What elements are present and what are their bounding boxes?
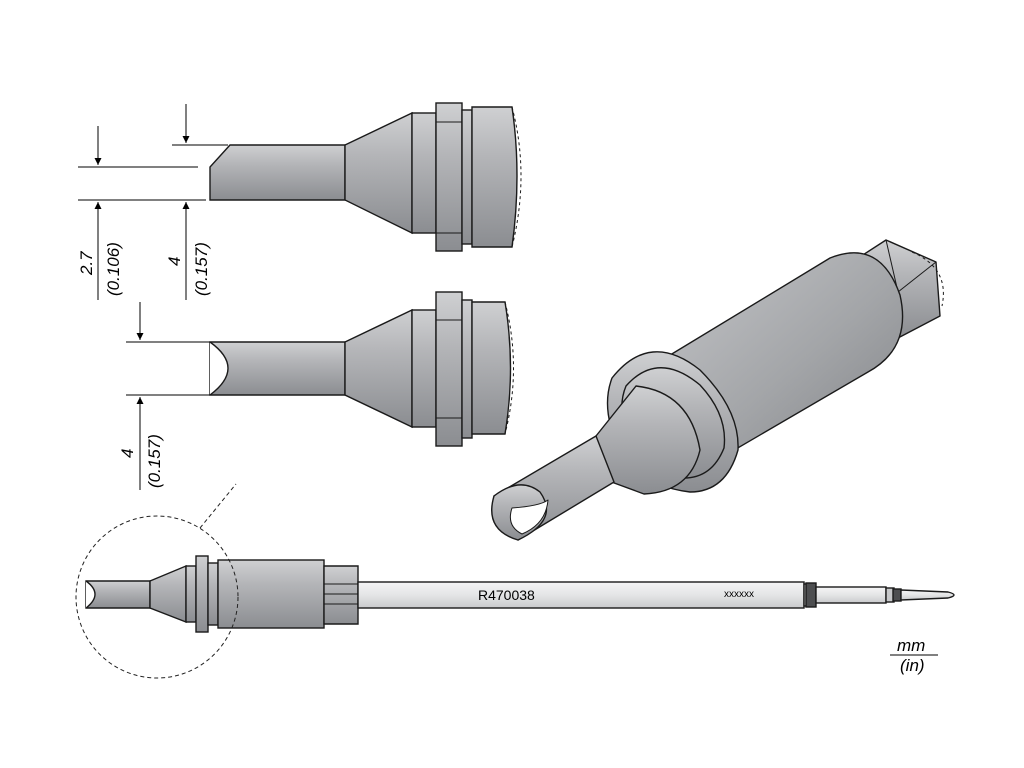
tip-flange-1 xyxy=(435,102,463,252)
tip-collar xyxy=(411,309,437,428)
dim-middle-in: (0.157) xyxy=(145,434,164,488)
tip-collar xyxy=(411,112,437,234)
tip-side-view-top xyxy=(209,102,522,252)
tip-cone xyxy=(595,385,701,495)
tip-flange-1 xyxy=(435,291,463,447)
dimension-top-left xyxy=(78,126,206,300)
tip-isometric-view xyxy=(491,239,944,541)
tip-concave-face xyxy=(209,341,229,396)
part-code: xxxxxx xyxy=(724,589,754,600)
dim-top-right-mm: 4 xyxy=(165,257,184,266)
dim-top-right-in: (0.157) xyxy=(192,242,211,296)
long-shaft xyxy=(357,581,805,609)
dim-middle-mm: 4 xyxy=(118,449,137,458)
dimension-top-right xyxy=(172,104,228,300)
tip-full-length-view xyxy=(85,555,955,633)
tip-cone xyxy=(344,111,413,235)
part-number: R470038 xyxy=(478,587,535,603)
tip-flange-2 xyxy=(461,109,473,245)
tip-flange-2 xyxy=(461,299,473,439)
detail-leader xyxy=(199,483,237,529)
dark-band xyxy=(805,582,817,608)
dim-top-left-mm: 2.7 xyxy=(77,251,96,276)
tip-rear-body xyxy=(471,301,512,435)
dim-top-left-in: (0.106) xyxy=(104,242,123,296)
tip-cone xyxy=(149,564,187,624)
tip-cone xyxy=(344,308,413,429)
tip-front-view-middle xyxy=(209,291,514,447)
dark-band-small xyxy=(892,588,902,602)
dimension-middle xyxy=(126,302,210,490)
units-secondary: (in) xyxy=(900,656,925,675)
detail-circle xyxy=(75,515,239,679)
tip-rear-body xyxy=(471,106,518,248)
tip-shank xyxy=(209,341,346,396)
heater-body xyxy=(217,559,325,629)
tip-flange xyxy=(195,555,209,633)
tip-shank xyxy=(209,144,346,201)
units-primary: mm xyxy=(897,636,925,655)
sensor-tip xyxy=(900,589,955,601)
